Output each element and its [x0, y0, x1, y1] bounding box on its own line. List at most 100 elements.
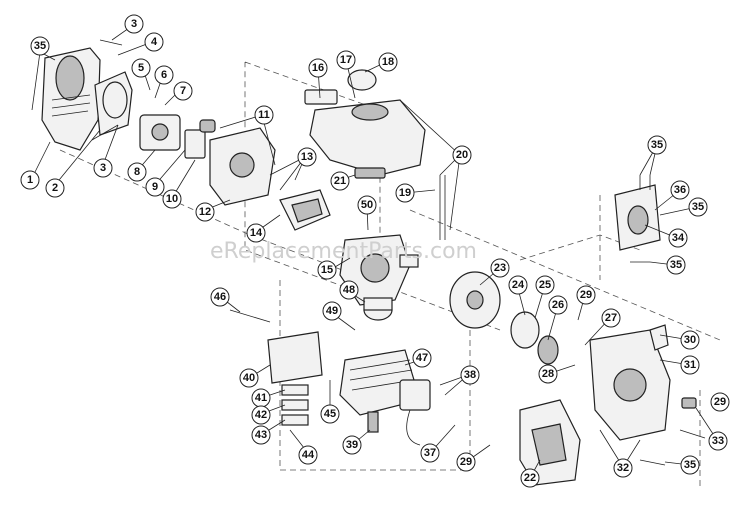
callout-26: 26	[548, 295, 568, 315]
svg-text:32: 32	[617, 462, 629, 474]
callout-44: 44	[298, 445, 318, 465]
callout-42: 42	[251, 405, 271, 425]
svg-text:37: 37	[424, 447, 436, 459]
svg-text:29: 29	[714, 396, 726, 408]
svg-text:16: 16	[312, 62, 324, 74]
svg-text:12: 12	[199, 206, 211, 218]
svg-text:6: 6	[161, 69, 167, 81]
callout-22: 22	[520, 468, 540, 488]
svg-text:50: 50	[361, 199, 373, 211]
callout-38: 38	[460, 365, 480, 385]
svg-text:27: 27	[605, 312, 617, 324]
callout-1: 1	[20, 170, 40, 190]
svg-text:41: 41	[255, 392, 267, 404]
svg-text:46: 46	[214, 291, 226, 303]
ignition-module	[399, 379, 431, 446]
fuel-tank	[304, 69, 426, 179]
callout-43: 43	[251, 425, 271, 445]
callout-35c: 35	[688, 197, 708, 217]
callout-50: 50	[357, 195, 377, 215]
svg-text:5: 5	[138, 62, 144, 74]
callout-15: 15	[317, 260, 337, 280]
svg-text:42: 42	[255, 409, 267, 421]
callout-21: 21	[330, 171, 350, 191]
callout-19: 19	[395, 183, 415, 203]
carburetor-adapter	[209, 127, 276, 206]
svg-text:26: 26	[552, 299, 564, 311]
piston	[363, 297, 393, 321]
callout-36: 36	[670, 180, 690, 200]
callout-41: 41	[251, 388, 271, 408]
callout-10: 10	[162, 189, 182, 209]
callout-2: 2	[45, 178, 65, 198]
callout-17: 17	[336, 50, 356, 70]
callout-25: 25	[535, 275, 555, 295]
callout-34: 34	[668, 228, 688, 248]
svg-text:43: 43	[255, 429, 267, 441]
screws	[91, 39, 706, 466]
knob	[681, 397, 697, 409]
callout-4: 4	[144, 32, 164, 52]
svg-text:34: 34	[672, 232, 685, 244]
svg-text:22: 22	[524, 472, 536, 484]
svg-text:35: 35	[34, 40, 46, 52]
svg-text:10: 10	[166, 193, 178, 205]
svg-text:25: 25	[539, 279, 551, 291]
svg-text:21: 21	[334, 175, 346, 187]
svg-text:13: 13	[301, 151, 313, 163]
fuel-lines	[439, 175, 446, 240]
svg-text:33: 33	[712, 435, 724, 447]
callout-3a: 3	[124, 14, 144, 34]
svg-text:14: 14	[250, 227, 263, 239]
air-filter-element	[94, 71, 133, 136]
svg-text:35: 35	[651, 139, 663, 151]
callout-35a: 35	[30, 36, 50, 56]
callout-23: 23	[490, 258, 510, 278]
muffler	[267, 331, 323, 426]
callout-35b: 35	[647, 135, 667, 155]
callout-35d: 35	[666, 255, 686, 275]
callout-8: 8	[127, 162, 147, 182]
svg-text:35: 35	[692, 201, 704, 213]
svg-text:15: 15	[321, 264, 333, 276]
svg-text:29: 29	[580, 289, 592, 301]
svg-text:24: 24	[512, 279, 525, 291]
intake-gasket	[279, 189, 331, 231]
callout-48: 48	[339, 280, 359, 300]
svg-text:36: 36	[674, 184, 686, 196]
svg-text:23: 23	[494, 262, 506, 274]
callout-24: 24	[508, 275, 528, 295]
callout-29b: 29	[710, 392, 730, 412]
starter-pulley	[510, 311, 559, 365]
svg-text:47: 47	[416, 352, 428, 364]
svg-text:29: 29	[460, 456, 472, 468]
callout-7: 7	[173, 81, 193, 101]
svg-text:7: 7	[180, 85, 186, 97]
callout-16: 16	[308, 58, 328, 78]
svg-text:19: 19	[399, 187, 411, 199]
svg-text:35: 35	[684, 459, 696, 471]
callout-14: 14	[246, 223, 266, 243]
svg-text:3: 3	[100, 162, 106, 174]
callout-6: 6	[154, 65, 174, 85]
callout-30: 30	[680, 330, 700, 350]
svg-text:35: 35	[670, 259, 682, 271]
callout-32: 32	[613, 458, 633, 478]
svg-text:39: 39	[346, 439, 358, 451]
svg-text:8: 8	[134, 166, 140, 178]
svg-text:1: 1	[27, 174, 33, 186]
svg-text:45: 45	[324, 408, 336, 420]
callout-35e: 35	[680, 455, 700, 475]
svg-text:44: 44	[302, 449, 315, 461]
callout-5: 5	[131, 58, 151, 78]
svg-text:20: 20	[456, 149, 468, 161]
svg-text:18: 18	[382, 56, 394, 68]
callout-18: 18	[378, 52, 398, 72]
callout-11: 11	[254, 105, 274, 125]
callout-37: 37	[420, 443, 440, 463]
callout-31: 31	[680, 355, 700, 375]
callout-33: 33	[708, 431, 728, 451]
callout-29a: 29	[576, 285, 596, 305]
